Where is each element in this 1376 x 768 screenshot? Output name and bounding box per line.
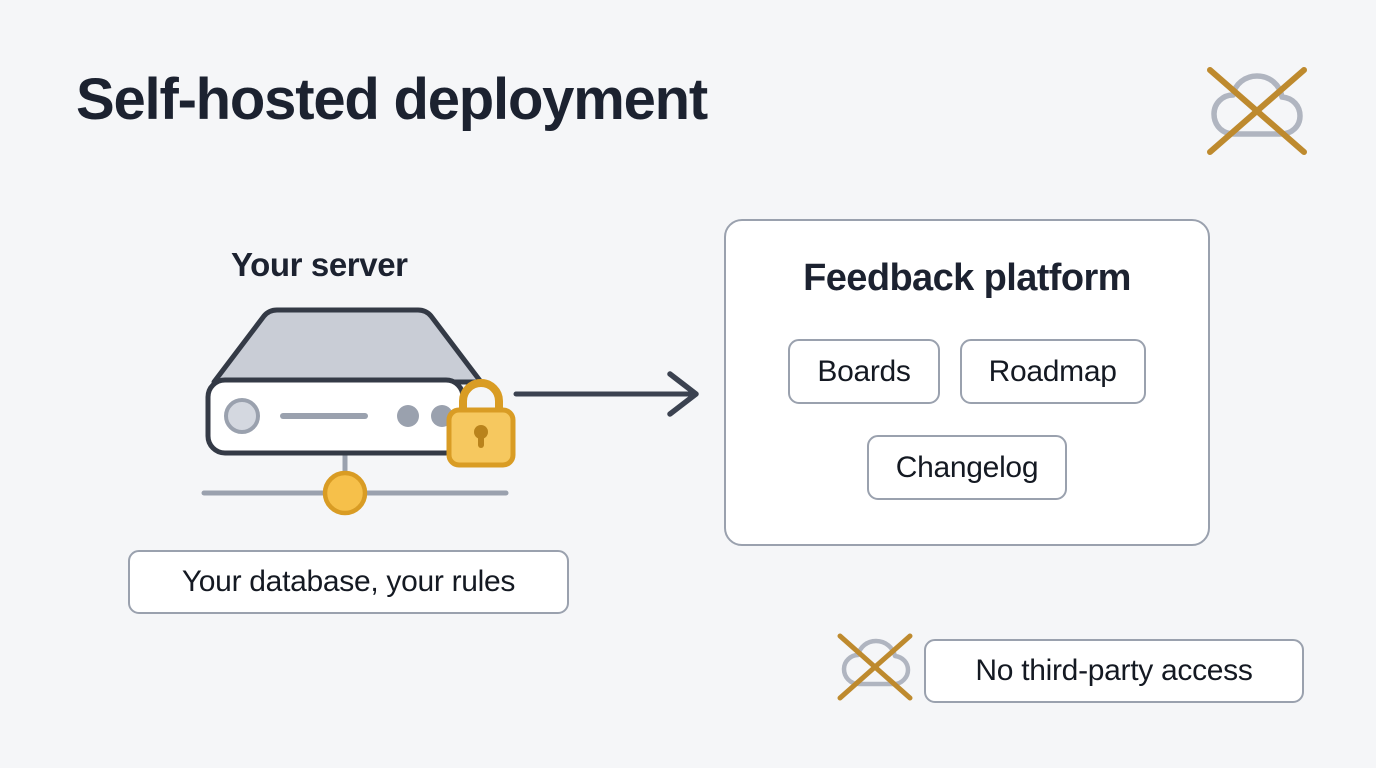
platform-title: Feedback platform bbox=[803, 257, 1131, 299]
platform-feature-label: Boards bbox=[817, 354, 911, 388]
arrow-right-icon bbox=[512, 370, 708, 418]
page-title: Self-hosted deployment bbox=[76, 67, 708, 132]
feedback-platform-panel: Feedback platform Boards Roadmap Changel… bbox=[724, 219, 1210, 546]
platform-feature-label: Roadmap bbox=[988, 354, 1117, 388]
third-party-callout-chip: No third-party access bbox=[924, 639, 1304, 703]
padlock-icon bbox=[446, 379, 516, 468]
database-callout-chip: Your database, your rules bbox=[128, 550, 569, 614]
no-cloud-icon bbox=[836, 632, 914, 702]
no-cloud-icon bbox=[1204, 64, 1310, 158]
platform-feature-row-2: Changelog bbox=[726, 435, 1208, 500]
third-party-callout-label: No third-party access bbox=[975, 654, 1253, 687]
server-rack-illustration bbox=[190, 300, 520, 525]
platform-feature-changelog[interactable]: Changelog bbox=[866, 435, 1068, 500]
platform-feature-roadmap[interactable]: Roadmap bbox=[959, 339, 1146, 404]
server-label: Your server bbox=[231, 246, 408, 283]
database-callout-label: Your database, your rules bbox=[181, 565, 516, 598]
platform-feature-boards[interactable]: Boards bbox=[788, 339, 940, 404]
platform-feature-row-1: Boards Roadmap bbox=[726, 339, 1208, 404]
platform-feature-label: Changelog bbox=[895, 450, 1039, 484]
